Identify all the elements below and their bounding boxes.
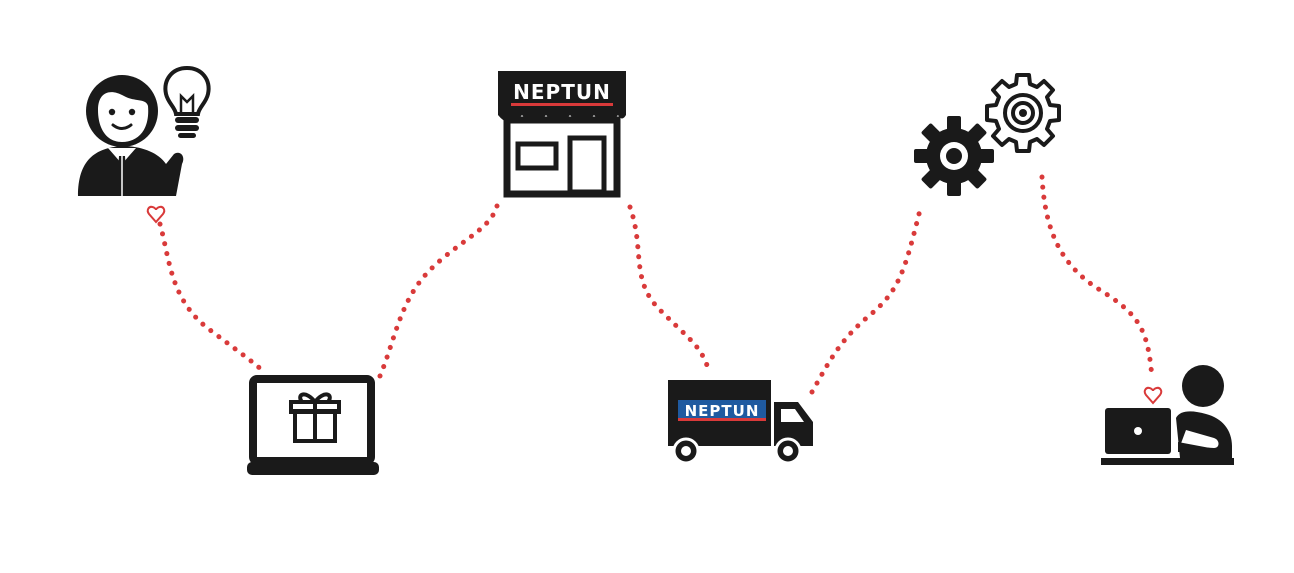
gears-icon: [914, 73, 1061, 196]
truck-cab-window: [781, 409, 804, 422]
person-body: [78, 146, 184, 196]
lightbulb-icon: [163, 65, 211, 138]
store-icon: NEPTUN: [498, 71, 626, 198]
path-segment-4: [809, 203, 924, 395]
truck-sign-stripe: [678, 418, 766, 421]
store-sign-stripe: [511, 103, 613, 106]
face: [98, 92, 149, 142]
laptop-logo: [1134, 427, 1142, 435]
heart-icon: [1143, 386, 1163, 405]
person-laptop-icon: [1101, 365, 1234, 465]
dotted-path: [157, 174, 1155, 395]
laptop-gift-icon: [247, 375, 379, 475]
store-sign-text: NEPTUN: [513, 80, 611, 104]
truck-sign-bg: [678, 400, 766, 420]
path-segment-3: [627, 204, 711, 371]
gear-icon: [914, 116, 994, 196]
store-window: [515, 141, 559, 171]
heart-icon: [146, 205, 166, 224]
gear-outline-icon: [985, 73, 1061, 153]
desk: [1101, 458, 1234, 465]
truck-sign-text: NEPTUN: [685, 402, 760, 420]
path-segment-2: [377, 203, 500, 379]
laptop-screen: [249, 375, 375, 465]
person-idea-icon: [78, 65, 211, 196]
path-segment-1: [157, 221, 265, 373]
delivery-truck-icon: NEPTUN: [668, 380, 813, 465]
store-door: [567, 135, 607, 195]
laptop-base: [247, 462, 379, 475]
path-segment-5: [1039, 174, 1155, 381]
person-head: [1182, 365, 1224, 407]
person-arm: [1180, 430, 1219, 448]
gift-icon: [289, 392, 341, 443]
